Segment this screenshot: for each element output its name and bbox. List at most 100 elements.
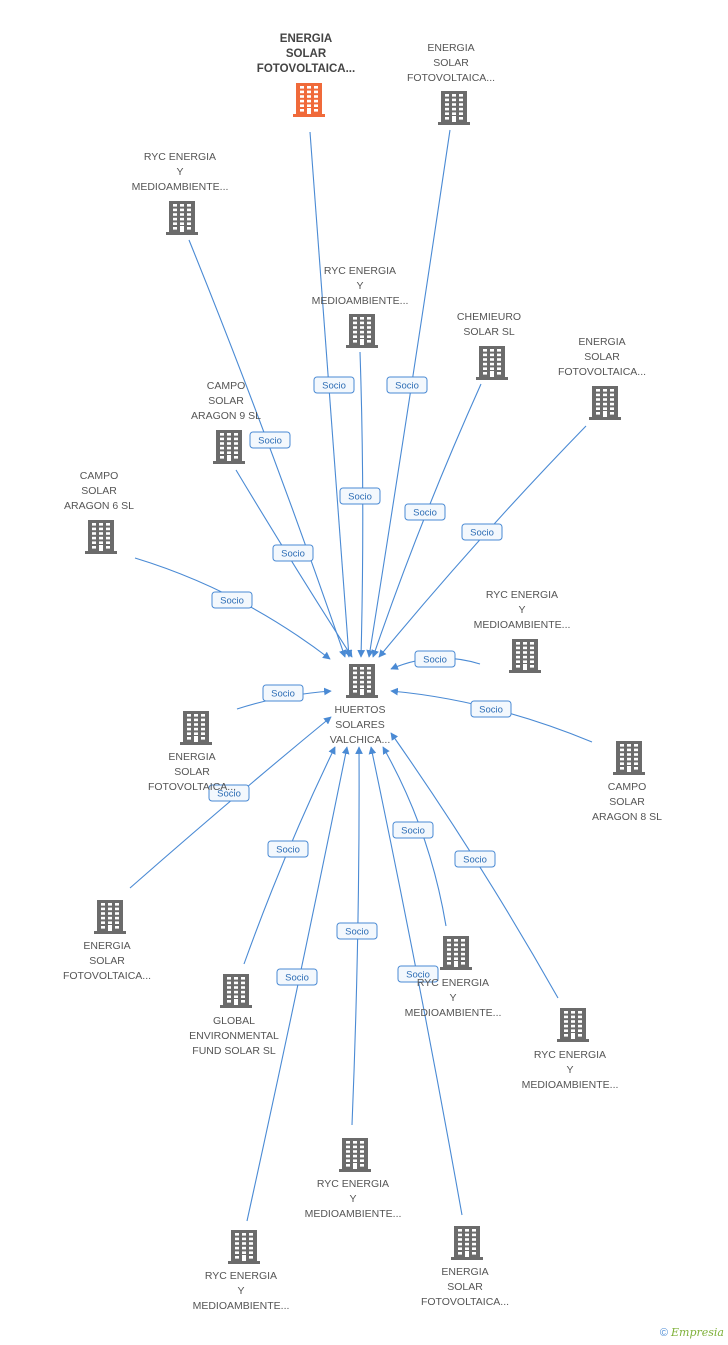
building-icon <box>293 83 325 117</box>
socio-badge[interactable]: Socio <box>272 544 314 562</box>
building-icon <box>438 91 470 125</box>
socio-badge-label: Socio <box>395 381 419 392</box>
socio-badge-label: Socio <box>423 655 447 666</box>
socio-badge[interactable]: Socio <box>249 431 291 449</box>
building-icon <box>509 639 541 673</box>
building-icon <box>85 520 117 554</box>
building-icon <box>589 386 621 420</box>
socio-badge[interactable]: Socio <box>397 965 439 983</box>
edge-line <box>235 469 353 658</box>
building-icon <box>613 741 645 775</box>
socio-badge[interactable]: Socio <box>461 523 503 541</box>
socio-badge-label: Socio <box>271 689 295 700</box>
edge-line <box>309 131 353 658</box>
socio-badge[interactable]: Socio <box>267 840 309 858</box>
socio-badge-label: Socio <box>348 492 372 503</box>
socio-badge[interactable]: Socio <box>336 922 378 940</box>
socio-badge[interactable]: Socio <box>454 850 496 868</box>
building-icon <box>346 314 378 348</box>
edge-line <box>366 129 451 658</box>
socio-badge-label: Socio <box>281 549 305 560</box>
building-icon <box>228 1230 260 1264</box>
copyright-symbol: © <box>659 1327 668 1339</box>
socio-badge-label: Socio <box>470 528 494 539</box>
socio-badge[interactable]: Socio <box>276 968 318 986</box>
building-icon <box>180 711 212 745</box>
building-icon <box>476 346 508 380</box>
building-icon <box>166 201 198 235</box>
socio-badge-label: Socio <box>258 436 282 447</box>
socio-badge-label: Socio <box>285 973 309 984</box>
building-icon <box>94 900 126 934</box>
socio-badge[interactable]: Socio <box>392 821 434 839</box>
socio-badge-label: Socio <box>413 508 437 519</box>
building-icon <box>451 1226 483 1260</box>
socio-badge-label: Socio <box>401 826 425 837</box>
socio-badge-label: Socio <box>217 789 241 800</box>
socio-badge[interactable]: Socio <box>414 650 456 668</box>
socio-badge[interactable]: Socio <box>211 591 253 609</box>
brand-name: Empresia <box>671 1326 724 1339</box>
socio-badge[interactable]: Socio <box>313 376 355 394</box>
footer-brand: © Empresia <box>660 1326 724 1339</box>
building-icon <box>557 1008 589 1042</box>
socio-badge[interactable]: Socio <box>386 376 428 394</box>
socio-badge[interactable]: Socio <box>208 784 250 802</box>
socio-badge-label: Socio <box>345 927 369 938</box>
building-icon <box>220 974 252 1008</box>
socio-badge[interactable]: Socio <box>262 684 304 702</box>
socio-badge-label: Socio <box>220 596 244 607</box>
socio-badge-label: Socio <box>276 845 300 856</box>
socio-badge-label: Socio <box>322 381 346 392</box>
socio-badge-label: Socio <box>479 705 503 716</box>
building-icon <box>213 430 245 464</box>
socio-badge[interactable]: Socio <box>470 700 512 718</box>
building-icon <box>339 1138 371 1172</box>
building-icon <box>440 936 472 970</box>
socio-badge[interactable]: Socio <box>404 503 446 521</box>
socio-badge-label: Socio <box>406 970 430 981</box>
building-icon <box>346 664 378 698</box>
socio-badge[interactable]: Socio <box>339 487 381 505</box>
socio-badge-label: Socio <box>463 855 487 866</box>
